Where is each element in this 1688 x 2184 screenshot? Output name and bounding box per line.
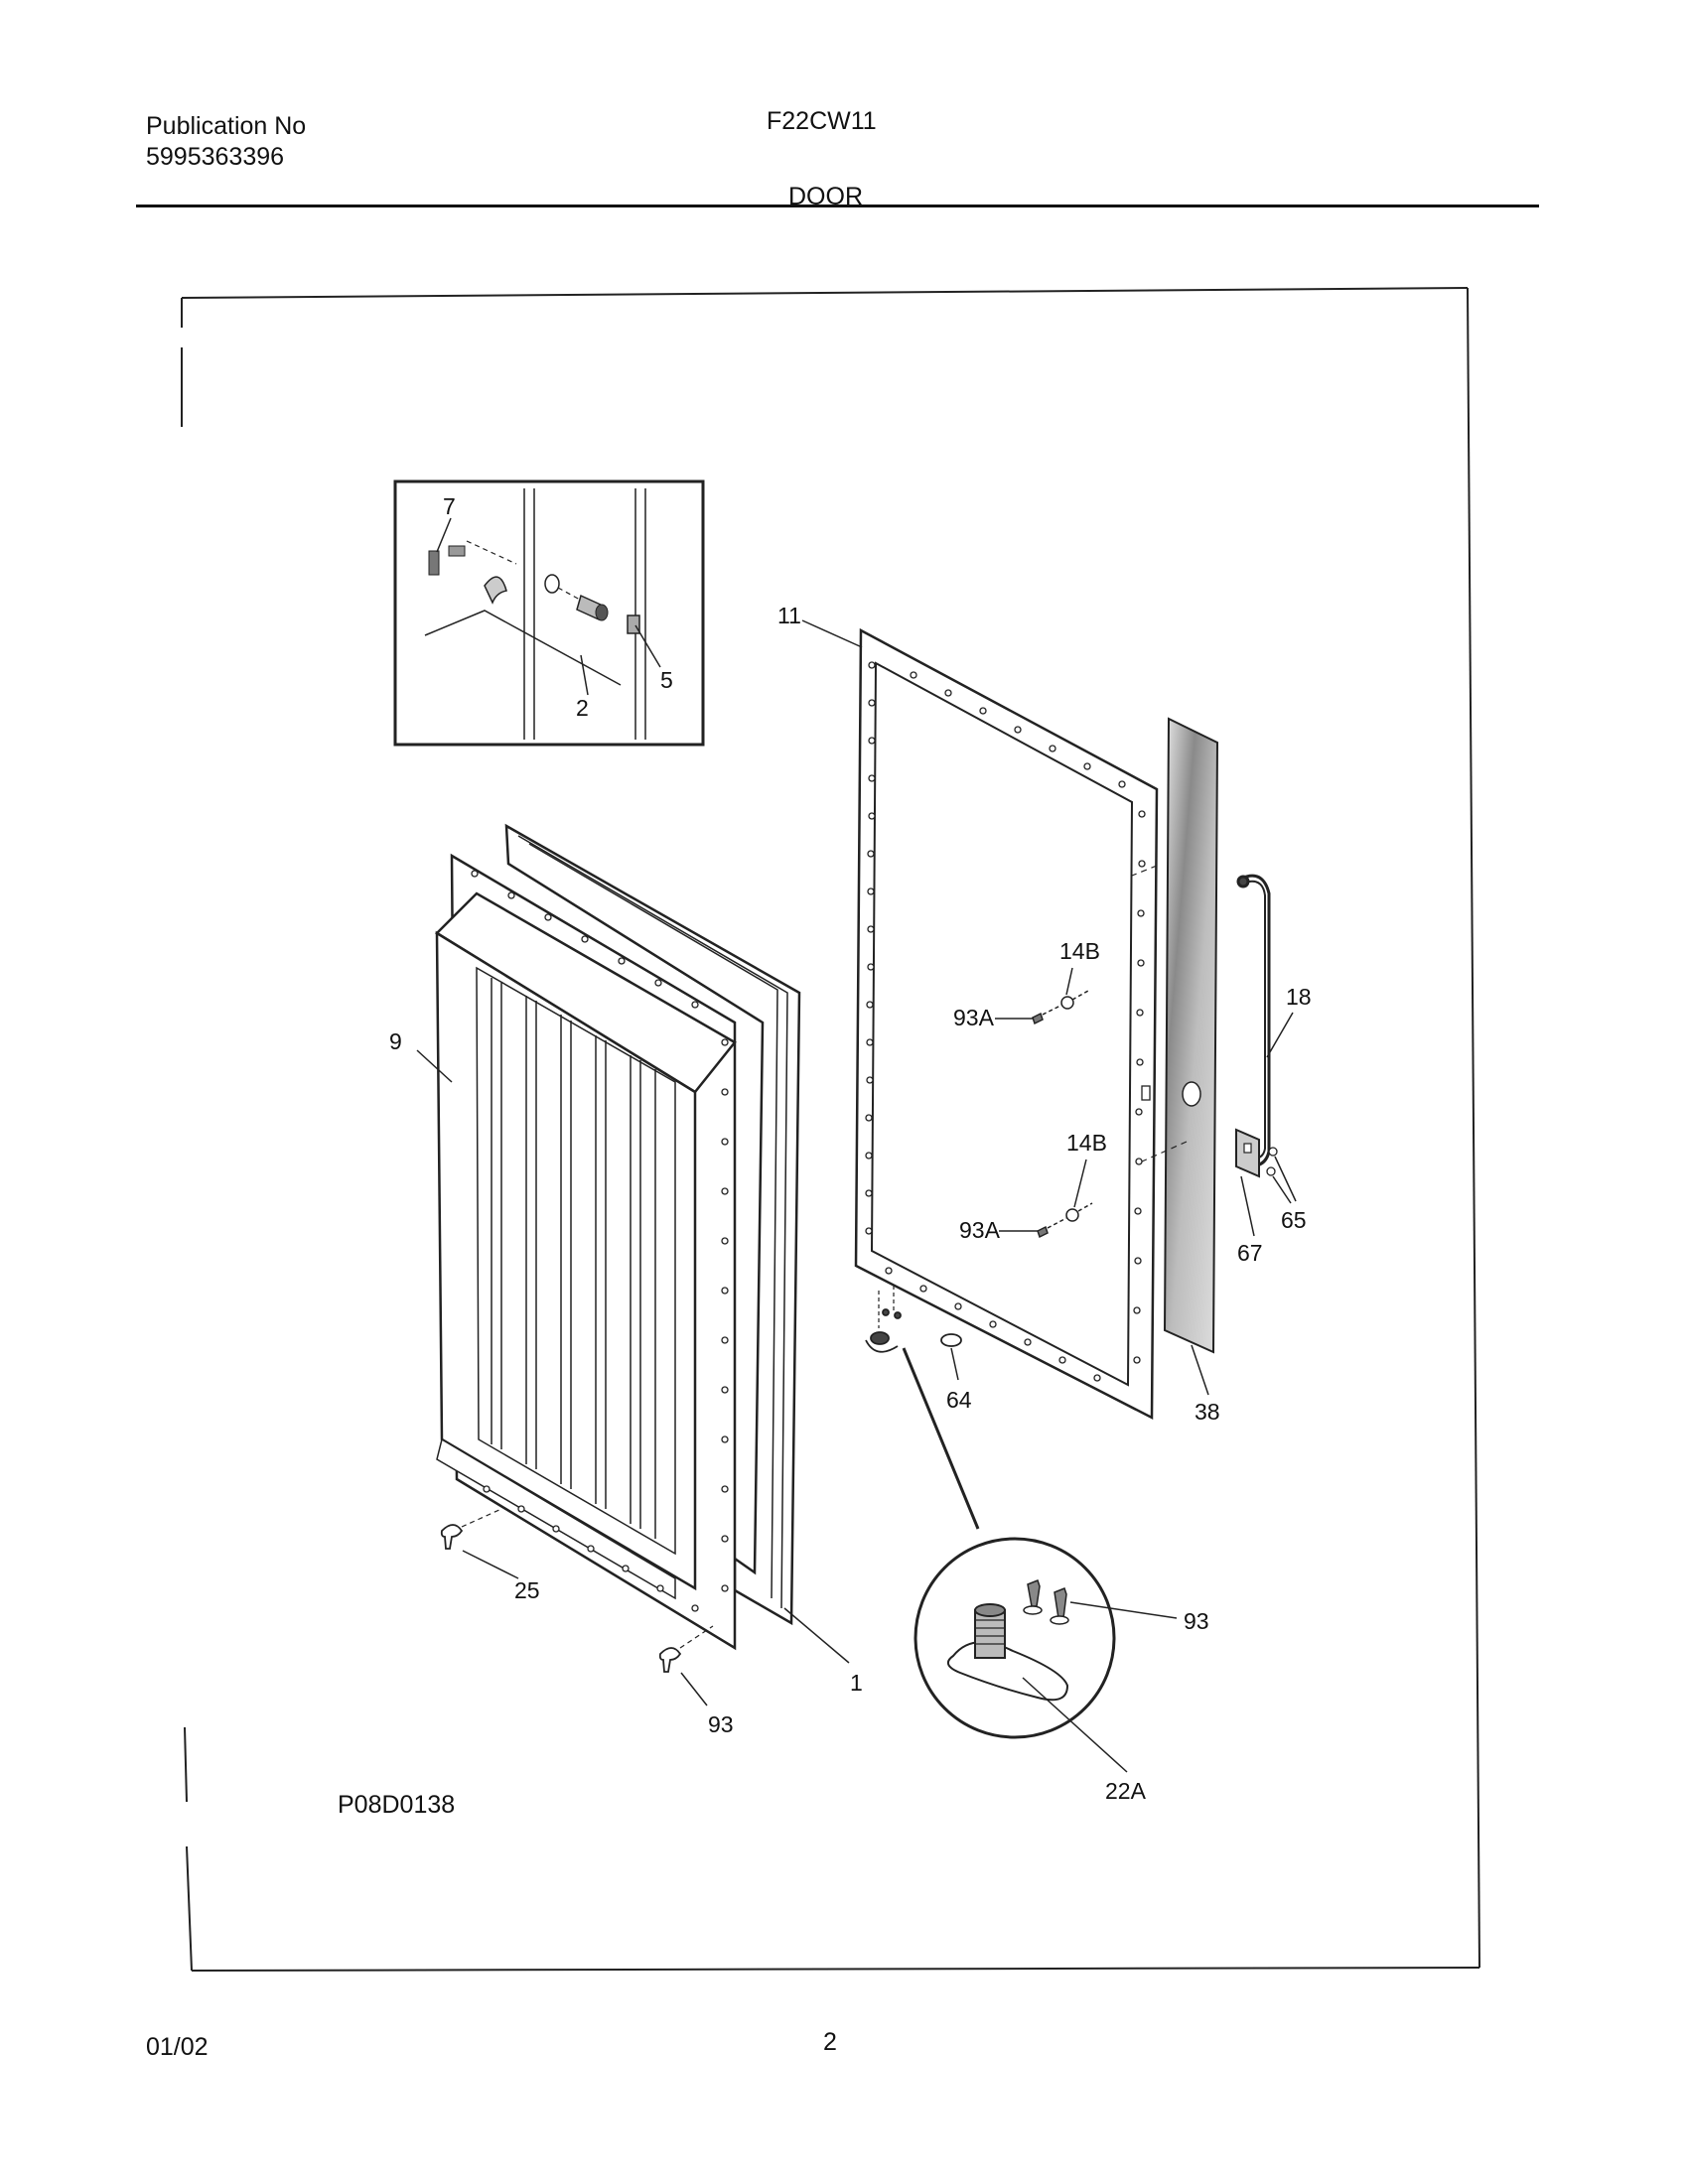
handle-trim-strip — [1131, 717, 1219, 1354]
callout-25: 25 — [514, 1577, 540, 1603]
callout-93-inset: 93 — [1184, 1608, 1209, 1634]
leader-93-inset — [1069, 1601, 1178, 1619]
leader-65b — [1272, 1175, 1292, 1204]
callout-22a: 22A — [1105, 1778, 1147, 1804]
leader-18 — [1266, 1012, 1294, 1058]
leader-38 — [1191, 1344, 1209, 1396]
callout-5: 5 — [660, 667, 673, 693]
callout-11: 11 — [777, 603, 801, 628]
inset-leaders — [436, 517, 661, 696]
footer-date: 01/02 — [146, 2033, 209, 2061]
leader-64 — [950, 1347, 959, 1381]
bottom-hinge-parts — [865, 1286, 962, 1353]
publication-number: 5995363396 — [146, 143, 285, 171]
diagram-frame — [181, 287, 1480, 1972]
screw-upper — [1032, 990, 1089, 1025]
leader-67 — [1240, 1175, 1255, 1237]
leader-22a — [1022, 1677, 1128, 1773]
leader-9 — [416, 1049, 453, 1083]
callout-7: 7 — [443, 493, 456, 519]
callout-67: 67 — [1237, 1240, 1263, 1266]
door-frame — [854, 627, 1159, 1421]
drawing-id: P08D0138 — [338, 1791, 455, 1819]
page-number: 2 — [823, 2028, 837, 2056]
callout-2: 2 — [576, 695, 589, 721]
leader-14b-top — [1065, 967, 1073, 996]
header-rule — [136, 205, 1539, 207]
door-handle — [1236, 874, 1271, 1170]
door-liner — [434, 853, 737, 1651]
lock-detail-inset — [393, 479, 705, 747]
liner-screws — [440, 1508, 714, 1673]
callout-93-bottom: 93 — [708, 1711, 734, 1737]
callout-14b-top: 14B — [1059, 938, 1100, 964]
leader-65a — [1274, 1156, 1297, 1202]
leader-11 — [801, 619, 863, 648]
callout-93a-top: 93A — [953, 1005, 995, 1030]
leader-93-bottom — [680, 1672, 708, 1706]
callout-65: 65 — [1281, 1207, 1307, 1233]
leader-14b-bottom — [1073, 1159, 1087, 1208]
publication-label: Publication No — [146, 112, 307, 140]
leader-1 — [783, 1607, 850, 1664]
callout-64: 64 — [946, 1387, 972, 1413]
callout-9: 9 — [389, 1028, 402, 1054]
leader-25 — [462, 1550, 519, 1579]
callout-38: 38 — [1195, 1399, 1220, 1425]
hinge-bracket — [1235, 1128, 1278, 1178]
callout-93a-bottom: 93A — [959, 1217, 1001, 1243]
callout-18: 18 — [1286, 984, 1312, 1010]
callout-1: 1 — [850, 1670, 863, 1696]
screw-lower — [1037, 1202, 1093, 1239]
hinge-pin-detail — [902, 1347, 1116, 1739]
callout-14b-bottom: 14B — [1066, 1130, 1107, 1156]
model-number: F22CW11 — [767, 107, 877, 135]
